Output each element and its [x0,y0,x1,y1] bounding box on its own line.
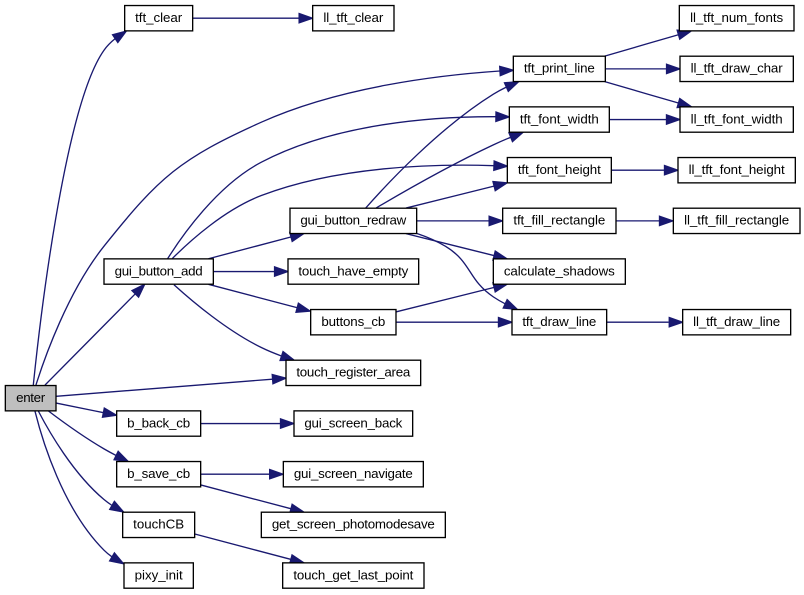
svg-text:b_save_cb: b_save_cb [127,466,190,481]
svg-text:tft_fill_rectangle: tft_fill_rectangle [513,213,605,228]
svg-text:gui_button_add: gui_button_add [115,263,203,278]
svg-text:touch_have_empty: touch_have_empty [298,263,408,278]
svg-text:ll_tft_draw_line: ll_tft_draw_line [693,314,780,329]
svg-text:ll_tft_font_height: ll_tft_font_height [689,162,785,177]
svg-text:gui_screen_back: gui_screen_back [304,415,402,430]
svg-text:ll_tft_clear: ll_tft_clear [323,10,384,25]
svg-text:tft_font_height: tft_font_height [518,162,601,177]
svg-text:ll_tft_fill_rectangle: ll_tft_fill_rectangle [684,213,789,228]
svg-text:ll_tft_num_fonts: ll_tft_num_fonts [690,10,783,25]
svg-text:tft_font_width: tft_font_width [520,111,599,126]
svg-text:gui_button_redraw: gui_button_redraw [300,213,406,228]
svg-text:calculate_shadows: calculate_shadows [504,263,615,278]
svg-text:enter: enter [16,390,46,405]
svg-text:ll_tft_font_width: ll_tft_font_width [691,111,783,126]
svg-text:buttons_cb: buttons_cb [321,314,385,329]
svg-text:touch_get_last_point: touch_get_last_point [293,567,413,582]
svg-text:tft_draw_line: tft_draw_line [522,314,596,329]
svg-text:touch_register_area: touch_register_area [296,365,411,380]
svg-text:tft_clear: tft_clear [135,10,183,25]
svg-text:touchCB: touchCB [133,517,184,532]
svg-text:ll_tft_draw_char: ll_tft_draw_char [691,61,784,76]
svg-text:b_back_cb: b_back_cb [127,415,190,430]
svg-text:gui_screen_navigate: gui_screen_navigate [294,466,413,481]
svg-text:pixy_init: pixy_init [135,567,183,582]
svg-text:get_screen_photomodesave: get_screen_photomodesave [272,517,435,532]
svg-text:tft_print_line: tft_print_line [524,61,595,76]
